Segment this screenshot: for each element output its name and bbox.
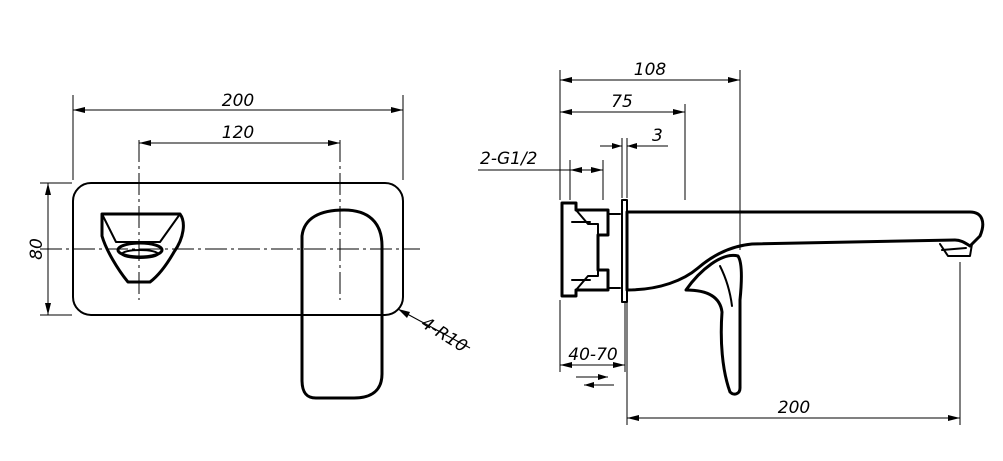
dim-height: 80	[27, 182, 72, 316]
dim-to-wall-plate: 75	[560, 92, 686, 200]
spout-body	[625, 210, 985, 292]
dim-spout-length-label: 200	[778, 398, 810, 418]
spout-outlet	[100, 212, 185, 284]
dim-overall-depth-label: 108	[634, 60, 667, 80]
valve-body	[560, 201, 621, 298]
dim-to-wall-plate-text: 75	[611, 92, 633, 112]
dim-plate-thickness-label: 3	[652, 126, 663, 146]
dim-wall-depth-label: 40-70	[568, 345, 617, 365]
front-view: 200 120 80 4-R10	[27, 91, 471, 400]
dim-spout-length: 200	[626, 262, 961, 425]
dim-overall-depth: 108	[559, 60, 741, 250]
dim-wall-depth: 40-70	[559, 300, 626, 388]
dim-overall-width-label: 200	[222, 91, 254, 111]
dim-plate-thickness: 3	[600, 126, 668, 198]
dim-centers-label: 120	[222, 123, 254, 143]
handle-side	[684, 253, 743, 396]
dim-thread: 2-G1/2	[478, 149, 604, 200]
dim-centers: 120	[139, 123, 340, 146]
dim-height-label: 80	[27, 238, 47, 260]
dim-overall-width: 200	[72, 91, 404, 180]
dim-thread-label: 2-G1/2	[480, 149, 537, 169]
side-view: 108 75 3 2-G1/2	[478, 60, 985, 425]
mixer-handle	[300, 208, 384, 400]
dim-corner-radius-label: 4-R10	[417, 313, 470, 357]
dim-corner-radius: 4-R10	[397, 308, 471, 357]
